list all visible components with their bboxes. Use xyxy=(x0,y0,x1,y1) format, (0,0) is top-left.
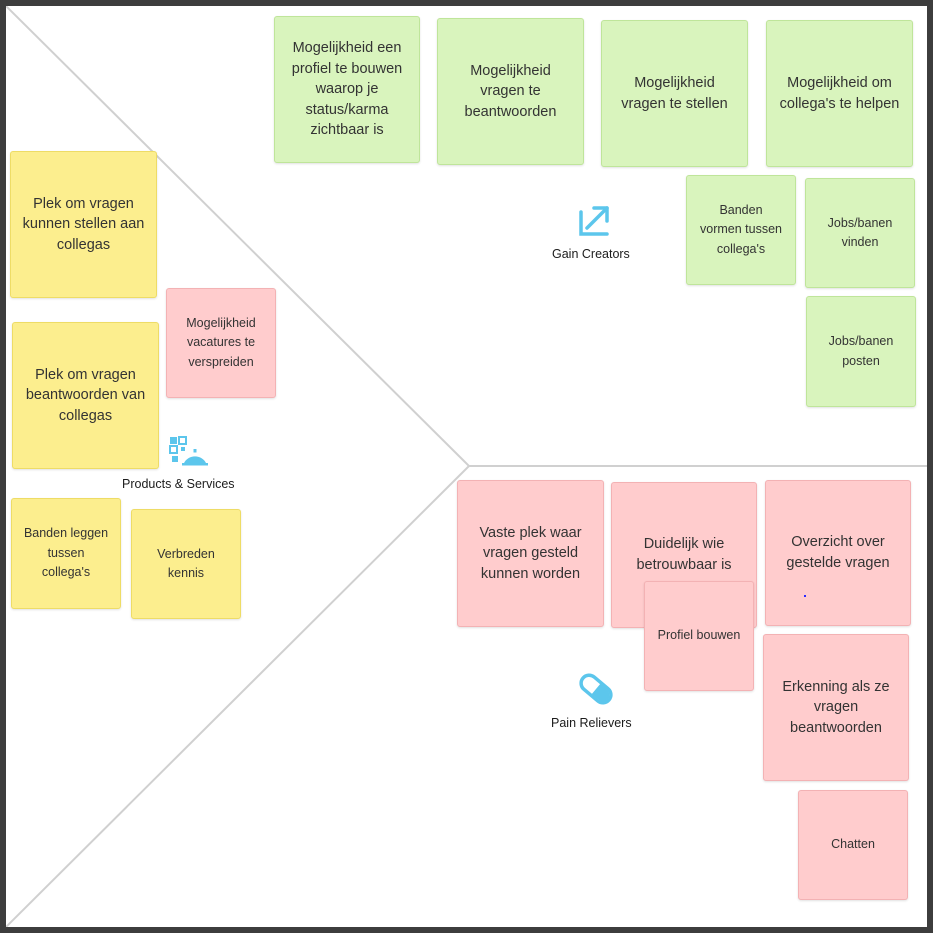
note-text: Plek om vragen kunnen stellen aan colleg… xyxy=(22,195,145,253)
pain-relievers-label: Pain Relievers xyxy=(551,716,632,730)
gain-note-profile-status[interactable]: Mogelijkheid een profiel te bouwen waaro… xyxy=(274,16,420,163)
products-services-label: Products & Services xyxy=(122,477,235,491)
note-text: Profiel bouwen xyxy=(657,628,741,643)
pill-icon xyxy=(579,673,613,705)
note-text: Vaste plek waar vragen gesteld kunnen wo… xyxy=(479,524,582,582)
pain-note-overview[interactable]: Overzicht over gestelde vragen xyxy=(765,480,911,626)
note-text: Plek om vragen beantwoorden van collegas xyxy=(25,366,146,424)
note-text: Mogelijkheid vacatures te verspreiden xyxy=(186,315,256,369)
gain-note-find-jobs[interactable]: Jobs/banen vinden xyxy=(805,178,915,288)
note-text: Erkenning als ze vragen beantwoorden xyxy=(782,678,890,736)
gain-note-help-colleagues[interactable]: Mogelijkheid om collega's te helpen xyxy=(766,20,913,167)
divider-lines xyxy=(6,6,927,927)
pain-note-recognition[interactable]: Erkenning als ze vragen beantwoorden xyxy=(763,634,909,781)
value-map-canvas: Mogelijkheid een profiel te bouwen waaro… xyxy=(6,6,927,927)
product-note-ask-place[interactable]: Plek om vragen kunnen stellen aan colleg… xyxy=(10,151,157,298)
service-bell-icon xyxy=(169,436,208,466)
note-text: Mogelijkheid vragen te beantwoorden xyxy=(464,62,557,120)
product-note-knowledge[interactable]: Verbreden kennis xyxy=(131,509,241,619)
note-text: Verbreden kennis xyxy=(157,546,215,580)
product-note-bonds[interactable]: Banden leggen tussen collega's xyxy=(11,498,121,609)
pain-note-chat[interactable]: Chatten xyxy=(798,790,908,900)
note-text: Banden leggen tussen collega's xyxy=(23,526,109,580)
divider-line-upper xyxy=(6,6,470,467)
note-text: Mogelijkheid om collega's te helpen xyxy=(779,74,900,112)
gain-note-bonds[interactable]: Banden vormen tussen collega's xyxy=(686,175,796,285)
note-text: Duidelijk wie betrouwbaar is xyxy=(636,536,732,573)
pain-note-fixed-place[interactable]: Vaste plek waar vragen gesteld kunnen wo… xyxy=(457,480,604,627)
gain-note-post-jobs[interactable]: Jobs/banen posten xyxy=(806,296,916,407)
product-note-vacancies[interactable]: Mogelijkheid vacatures te verspreiden xyxy=(166,288,276,398)
pain-note-profile[interactable]: Profiel bouwen xyxy=(644,581,754,691)
product-note-answer-place[interactable]: Plek om vragen beantwoorden van collegas xyxy=(12,322,159,469)
gain-note-answer-questions[interactable]: Mogelijkheid vragen te beantwoorden xyxy=(437,18,584,165)
note-text: Mogelijkheid een profiel te bouwen waaro… xyxy=(291,40,403,139)
note-text: Chatten xyxy=(831,837,875,852)
note-text: Jobs/banen posten xyxy=(828,334,894,368)
arrow-up-right-icon xyxy=(579,206,609,236)
gain-creators-label: Gain Creators xyxy=(552,247,630,261)
gain-note-ask-questions[interactable]: Mogelijkheid vragen te stellen xyxy=(601,20,748,167)
note-text: Mogelijkheid vragen te stellen xyxy=(621,74,728,112)
note-text: Overzicht over gestelde vragen xyxy=(786,534,890,571)
note-text: Banden vormen tussen collega's xyxy=(700,202,782,256)
stray-dot xyxy=(804,595,806,597)
note-text: Jobs/banen vinden xyxy=(827,215,893,249)
divider-line-lower xyxy=(6,465,470,927)
